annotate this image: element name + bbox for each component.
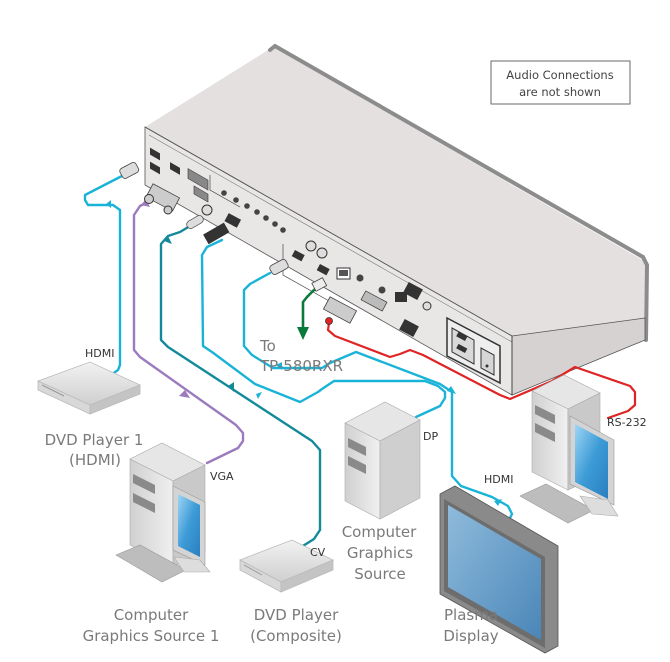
computer-1 bbox=[115, 442, 211, 583]
rs232-port bbox=[360, 290, 388, 312]
label-dvd1-line1: DVD Player 1 bbox=[45, 431, 144, 449]
label-hdmi-out: HDMI bbox=[484, 473, 513, 486]
cable-cv-dvd2 bbox=[159, 224, 322, 551]
cable-vga-pc1 bbox=[132, 199, 245, 465]
arrow-dp bbox=[256, 392, 262, 399]
cable-hdbt bbox=[301, 284, 322, 332]
arrow-hdmi-out bbox=[447, 386, 456, 394]
label-cv: CV bbox=[310, 546, 326, 559]
cable-plugs bbox=[119, 162, 358, 324]
label-dvd2-line2: (Composite) bbox=[250, 627, 342, 645]
terminal-block bbox=[403, 281, 423, 301]
label-pc2-line3: Source bbox=[354, 565, 406, 583]
label-plasma-line2: Display bbox=[443, 627, 498, 645]
arrow-vga bbox=[179, 390, 190, 398]
rear-panel-connectors bbox=[150, 147, 501, 385]
dvd-player-2 bbox=[239, 539, 334, 593]
cable-rs232 bbox=[326, 321, 637, 420]
hdmi-port bbox=[150, 161, 160, 175]
arrow-hdbt bbox=[297, 327, 309, 340]
label-dvd2-line1: DVD Player bbox=[254, 606, 339, 624]
label-pc1-line1: Computer bbox=[114, 606, 189, 624]
label-hdmi-in: HDMI bbox=[85, 347, 114, 360]
hdmi-port bbox=[150, 147, 160, 161]
label-pc2-line1: Computer bbox=[342, 523, 417, 541]
plasma-display bbox=[439, 485, 559, 654]
cables bbox=[83, 173, 637, 551]
power-inlet bbox=[446, 316, 501, 385]
displayport-port bbox=[224, 213, 242, 228]
cable-dp-pc2 bbox=[200, 238, 447, 419]
ethernet-port bbox=[395, 292, 407, 302]
computer-3 bbox=[519, 374, 619, 524]
dvd-player-1 bbox=[36, 361, 142, 415]
label-plasma-line1: Plasma bbox=[444, 606, 498, 624]
label-pc1-line2: Graphics Source 1 bbox=[83, 627, 220, 645]
terminal-block bbox=[399, 318, 419, 338]
hdmi-port bbox=[170, 162, 180, 175]
label-to: To bbox=[259, 337, 276, 355]
label-rs232: RS-232 bbox=[607, 416, 647, 429]
audio-jacks bbox=[221, 190, 286, 233]
arrow-cv bbox=[228, 382, 234, 392]
power-switch[interactable] bbox=[480, 347, 495, 376]
label-vga: VGA bbox=[210, 470, 234, 483]
vga-port bbox=[187, 168, 209, 191]
main-device-chassis bbox=[144, 43, 650, 396]
audio-note-box: Audio Connections are not shown bbox=[490, 60, 631, 105]
hdmi-out-port bbox=[291, 250, 305, 262]
label-dp: DP bbox=[423, 430, 438, 443]
label-dvd1-line2: (HDMI) bbox=[69, 451, 121, 469]
audio-note-line2: are not shown bbox=[519, 85, 601, 99]
composite-bnc-port bbox=[201, 204, 213, 216]
audio-note-line1: Audio Connections bbox=[506, 68, 613, 82]
label-tp580rxr: TP-580RXR bbox=[259, 357, 343, 375]
cable-hdmi-dvd1 bbox=[83, 173, 126, 379]
arrow-hdmi-dvd1 bbox=[106, 200, 111, 208]
hdmi-out-port bbox=[316, 264, 330, 276]
vga-port bbox=[193, 185, 209, 203]
label-pc2-line2: Graphics bbox=[347, 544, 413, 562]
cable-hdmi-in-2 bbox=[242, 271, 514, 528]
computer-2-tower bbox=[344, 401, 421, 520]
